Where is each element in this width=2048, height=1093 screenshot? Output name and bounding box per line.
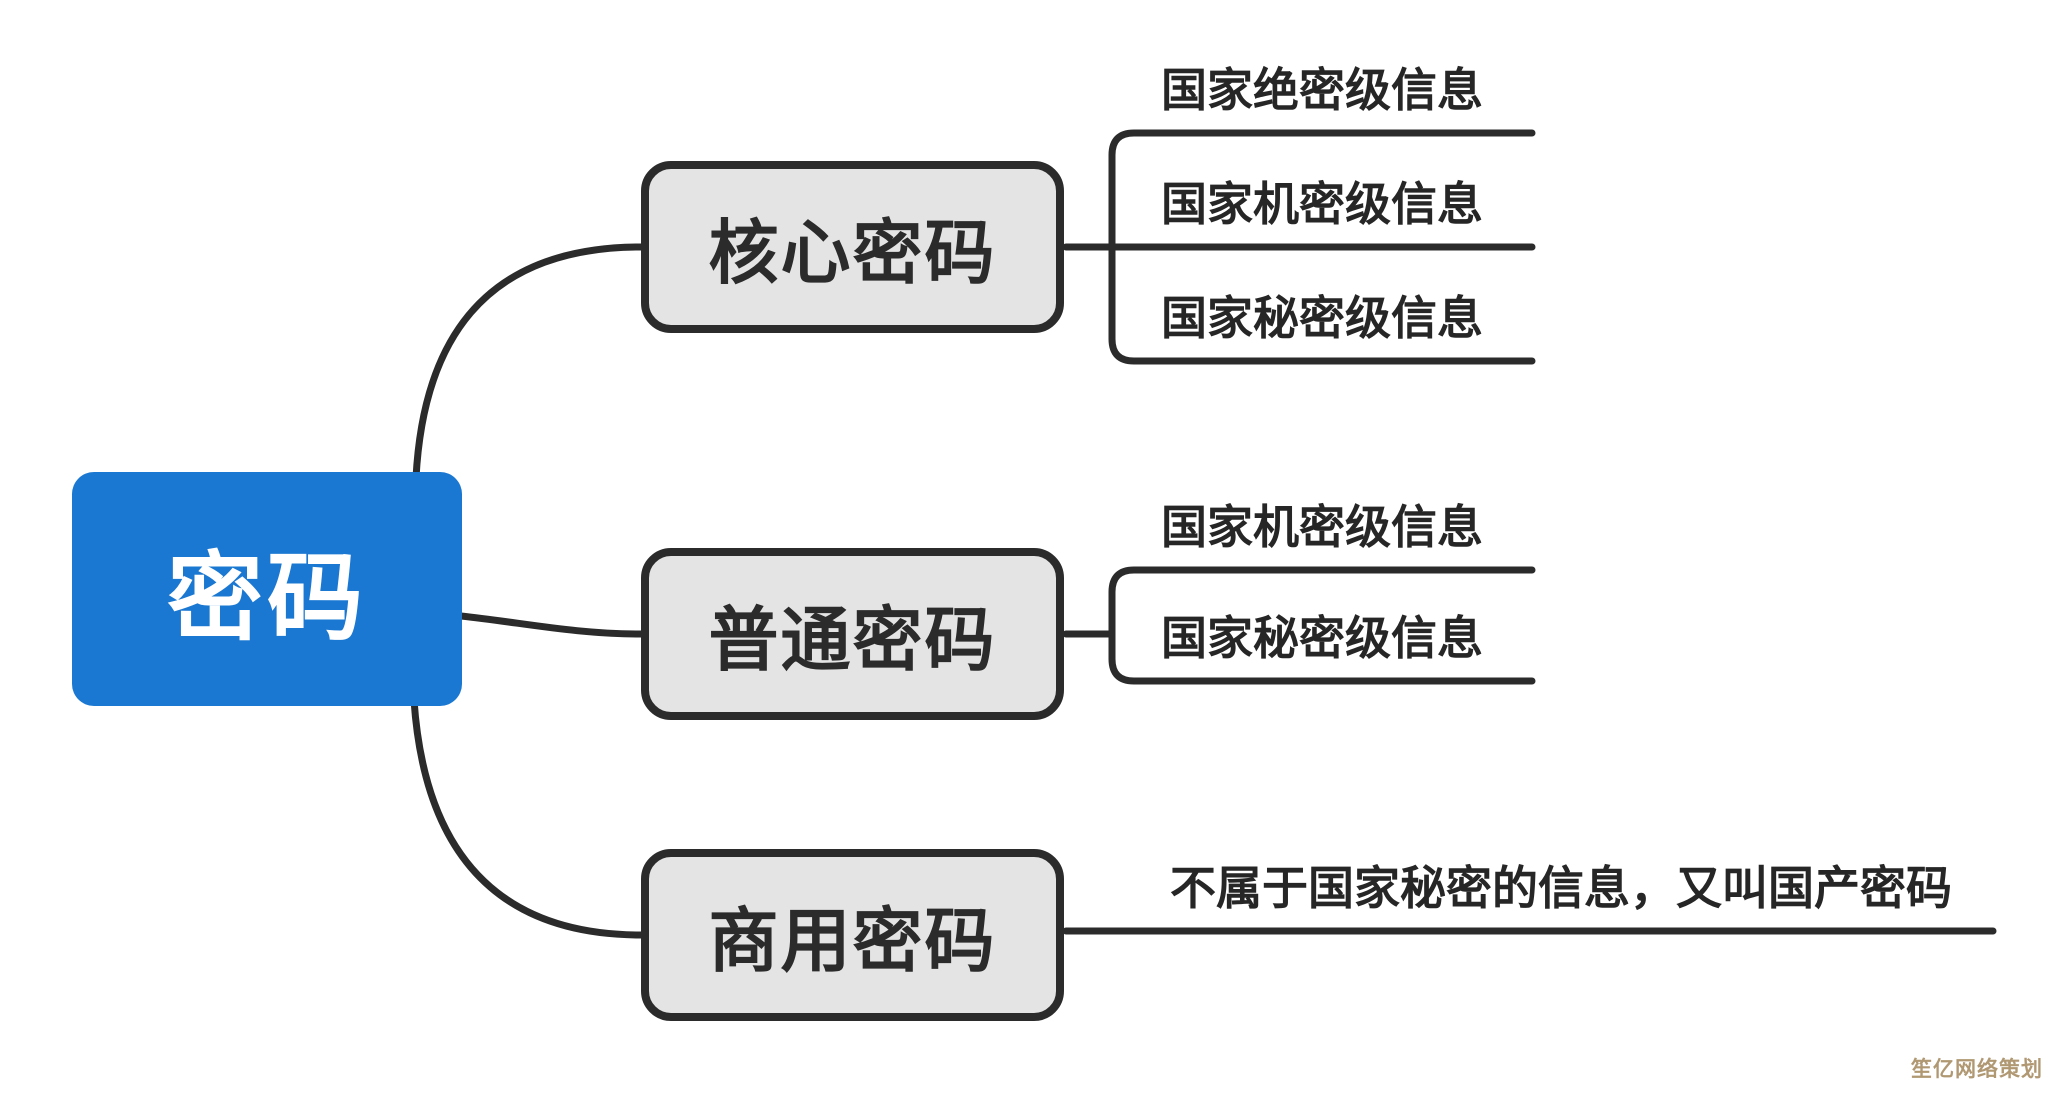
connector-root-to-ordinary: [457, 612, 645, 638]
branch-node-commercial-password[interactable]: 商用密码: [641, 849, 1064, 1021]
branch-node-core-password[interactable]: 核心密码: [641, 161, 1064, 333]
watermark-text: 笙亿网络策划: [1911, 1058, 2043, 1081]
branch-node-label: 普通密码: [708, 600, 997, 679]
connector-root-to-core: [412, 243, 645, 482]
leaf-ordinary-confidential-info[interactable]: 国家机密级信息: [1161, 501, 1483, 553]
connector-ordinary-bracket: [1108, 566, 1536, 685]
branch-node-ordinary-password[interactable]: 普通密码: [641, 548, 1064, 720]
leaf-core-top-secret-info[interactable]: 国家绝密级信息: [1161, 64, 1483, 116]
branch-node-label: 核心密码: [708, 213, 997, 292]
connector-root-to-commercial: [410, 696, 645, 939]
root-node-label: 密码: [167, 544, 367, 652]
leaf-ordinary-secret-info[interactable]: 国家秘密级信息: [1161, 612, 1483, 664]
branch-node-label: 商用密码: [708, 901, 997, 980]
connector-core-bracket: [1108, 129, 1536, 365]
leaf-core-confidential-info[interactable]: 国家机密级信息: [1161, 178, 1483, 230]
root-node-password[interactable]: 密码: [72, 472, 462, 706]
leaf-core-secret-info[interactable]: 国家秘密级信息: [1161, 292, 1483, 344]
leaf-commercial-non-secret-info[interactable]: 不属于国家秘密的信息，又叫国产密码: [1170, 862, 1952, 914]
